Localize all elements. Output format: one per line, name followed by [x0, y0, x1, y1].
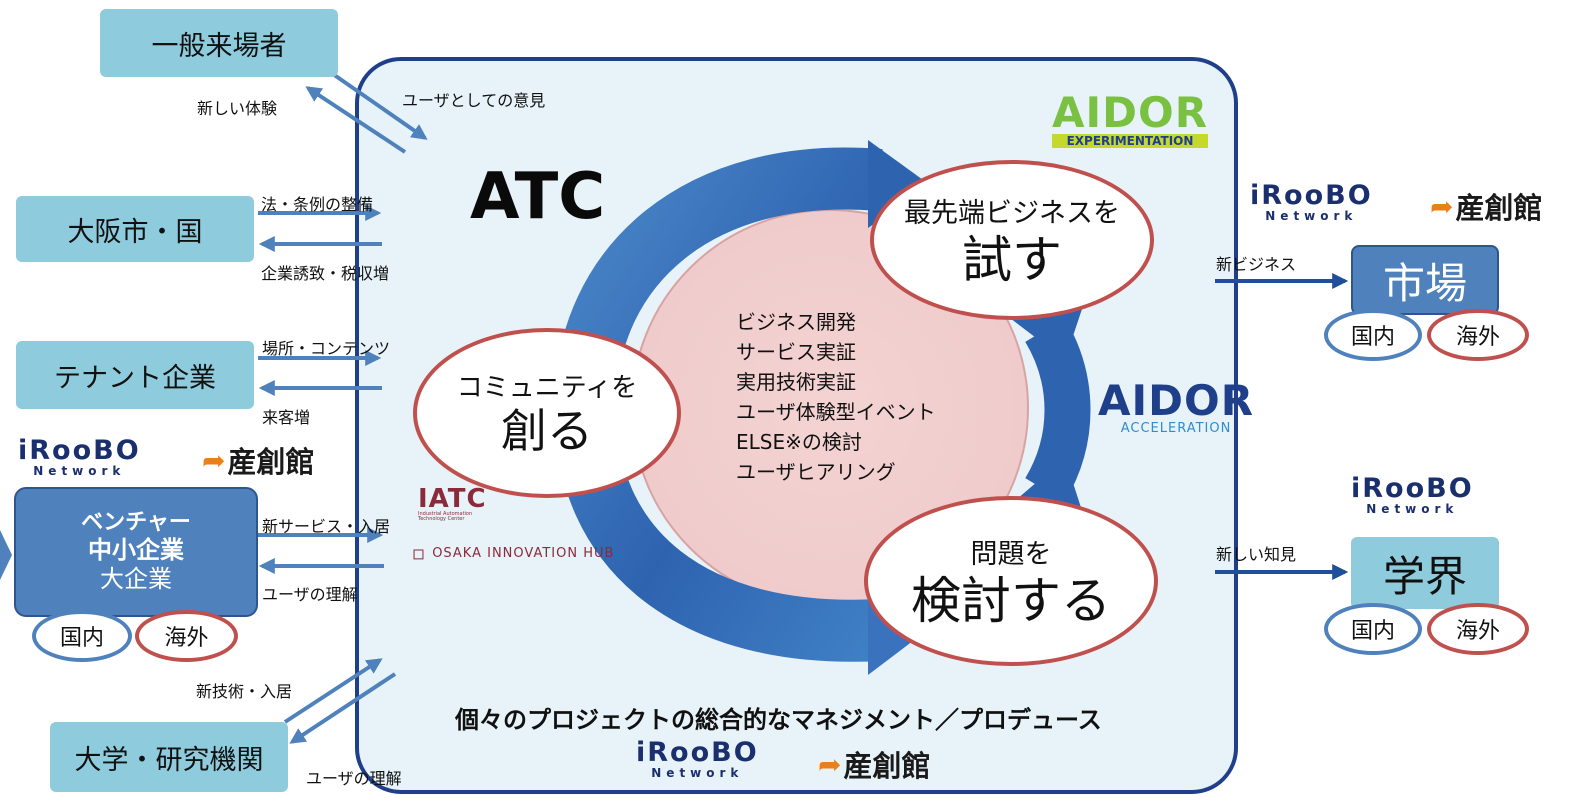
- iatc-logo: IATC Industrial Automation Technology Ce…: [418, 486, 487, 522]
- iroobo-text: iRooBO: [636, 737, 759, 768]
- ellipse-examine: 問題を 検討する: [864, 496, 1158, 666]
- domestic-label: 国内: [59, 626, 104, 651]
- pill-domestic-market: 国内: [1324, 309, 1422, 361]
- box-tenant: テナント企業: [16, 341, 254, 409]
- tenant-label: テナント企業: [54, 362, 216, 394]
- left-edge-chevron: [0, 530, 12, 580]
- sansou-mark-icon: ➦: [1430, 189, 1454, 223]
- ellipse-try: 最先端ビジネスを 試す: [870, 160, 1154, 320]
- academia-label: 学界: [1382, 551, 1467, 601]
- aidor-experimentation-text: EXPERIMENTATION: [1052, 134, 1209, 148]
- domestic-label: 国内: [1350, 325, 1395, 350]
- activity-item: 実用技術実証: [736, 370, 856, 394]
- box-general-visitors: 一般来場者: [100, 9, 338, 77]
- network-text: Network: [1265, 209, 1358, 223]
- osaka-city-label: 大阪市・国: [67, 216, 203, 248]
- network-text: Network: [1366, 502, 1459, 516]
- label-new-business: 新ビジネス: [1216, 255, 1297, 274]
- aidor-experimentation-logo: AIDOR EXPERIMENTATION: [1052, 88, 1209, 148]
- overseas-label: 海外: [1455, 325, 1500, 350]
- sansou-logo-left: ➦ 産創館: [202, 439, 314, 481]
- aidor-text-navy: AIDOR: [1098, 376, 1255, 425]
- arrow-new-tech: [283, 658, 383, 724]
- venture-line1: ベンチャー: [81, 510, 191, 535]
- overseas-label: 海外: [164, 626, 209, 651]
- aidor-acceleration-text: ACCELERATION: [1120, 421, 1232, 436]
- iatc-text: IATC: [418, 484, 487, 514]
- iatc-sub2: Technology Center: [418, 516, 465, 522]
- iroobo-logo-bottom: iRooBO Network: [636, 739, 759, 779]
- bottom-caption: 個々のプロジェクトの総合的なマネジメント／プロデュース: [455, 706, 1102, 734]
- community-line1: コミュニティを: [456, 372, 638, 403]
- sansou-logo-bottom: ➦ 産創館: [818, 743, 930, 785]
- community-line2: 創る: [501, 403, 593, 458]
- general-visitors-label: 一般来場者: [151, 30, 287, 62]
- label-visitors-up: 来客増: [262, 408, 311, 427]
- try-line2: 試す: [962, 230, 1062, 289]
- atc-title: ATC: [470, 160, 606, 234]
- venture-line2: 中小企業: [88, 536, 184, 565]
- arrow-user-opinion: [328, 70, 428, 140]
- arrow-new-experience: [305, 86, 407, 154]
- label-attraction: 企業誘致・税収増: [261, 264, 390, 283]
- activity-item: ユーザヒアリング: [736, 460, 896, 484]
- activity-list: ビジネス開発 サービス実証 実用技術実証 ユーザ体験型イベント ELSE※の検討…: [736, 307, 936, 487]
- network-text: Network: [651, 766, 744, 780]
- sansou-text: 産創館: [1455, 191, 1543, 225]
- iroobo-text: iRooBO: [18, 435, 141, 466]
- examine-line1: 問題を: [970, 538, 1052, 570]
- pill-overseas-market: 海外: [1427, 309, 1529, 361]
- iroobo-text: iRooBO: [1351, 473, 1474, 504]
- aidor-text-green: AIDOR: [1052, 88, 1209, 137]
- activity-item: ビジネス開発: [736, 310, 856, 334]
- iroobo-text: iRooBO: [1250, 180, 1373, 211]
- box-academia: 学界: [1351, 537, 1499, 609]
- osaka-hub-logo: ◽ OSAKA INNOVATION HUB: [412, 543, 614, 564]
- aidor-acceleration-logo: AIDOR ACCELERATION: [1098, 376, 1255, 436]
- iroobo-logo-right-top: iRooBO Network: [1250, 182, 1373, 222]
- label-user-understanding-2: ユーザの理解: [306, 769, 402, 788]
- university-label: 大学・研究機関: [74, 744, 264, 776]
- domestic-label: 国内: [1350, 619, 1395, 644]
- label-law: 法・条例の整備: [261, 195, 374, 214]
- label-new-experience: 新しい体験: [197, 99, 278, 118]
- osaka-hub-text: OSAKA INNOVATION HUB: [432, 546, 615, 561]
- pill-overseas-left: 海外: [135, 610, 238, 662]
- try-line1: 最先端ビジネスを: [904, 197, 1120, 229]
- pill-overseas-academia: 海外: [1427, 603, 1529, 655]
- activity-item: サービス実証: [736, 340, 856, 364]
- box-market: 市場: [1351, 245, 1499, 315]
- network-text: Network: [33, 464, 126, 478]
- box-university: 大学・研究機関: [50, 722, 288, 792]
- activity-item: ユーザ体験型イベント: [736, 400, 936, 424]
- sansou-text: 産創館: [843, 749, 931, 783]
- box-venture: ベンチャー 中小企業 大企業: [14, 487, 258, 617]
- sansou-mark-icon: ➦: [818, 747, 842, 781]
- examine-line2: 検討する: [911, 571, 1111, 630]
- pill-domestic-academia: 国内: [1324, 603, 1422, 655]
- sansou-text: 産創館: [227, 445, 315, 479]
- iroobo-logo-left: iRooBO Network: [18, 437, 141, 477]
- sansou-logo-right: ➦ 産創館: [1430, 185, 1542, 227]
- label-place-content: 場所・コンテンツ: [262, 339, 391, 358]
- activity-item: ELSE※の検討: [736, 430, 862, 454]
- osaka-hub-icon: ◽: [412, 543, 427, 564]
- label-new-knowledge: 新しい知見: [1216, 545, 1297, 564]
- ellipse-community: コミュニティを 創る: [413, 328, 681, 498]
- sansou-mark-icon: ➦: [202, 443, 226, 477]
- label-new-service: 新サービス・入居: [262, 517, 391, 536]
- market-label: 市場: [1382, 258, 1467, 308]
- arrow-user-understanding-2: [289, 672, 397, 744]
- label-new-tech: 新技術・入居: [196, 682, 293, 701]
- pill-domestic-left: 国内: [32, 610, 132, 662]
- label-user-opinion: ユーザとしての意見: [402, 91, 546, 110]
- overseas-label: 海外: [1455, 619, 1500, 644]
- iroobo-logo-right-bottom: iRooBO Network: [1351, 475, 1474, 515]
- iatc-sub1: Industrial Automation: [418, 511, 473, 517]
- box-osaka-city: 大阪市・国: [16, 196, 254, 262]
- label-user-understanding-1: ユーザの理解: [262, 585, 358, 604]
- venture-line3: 大企業: [100, 565, 172, 594]
